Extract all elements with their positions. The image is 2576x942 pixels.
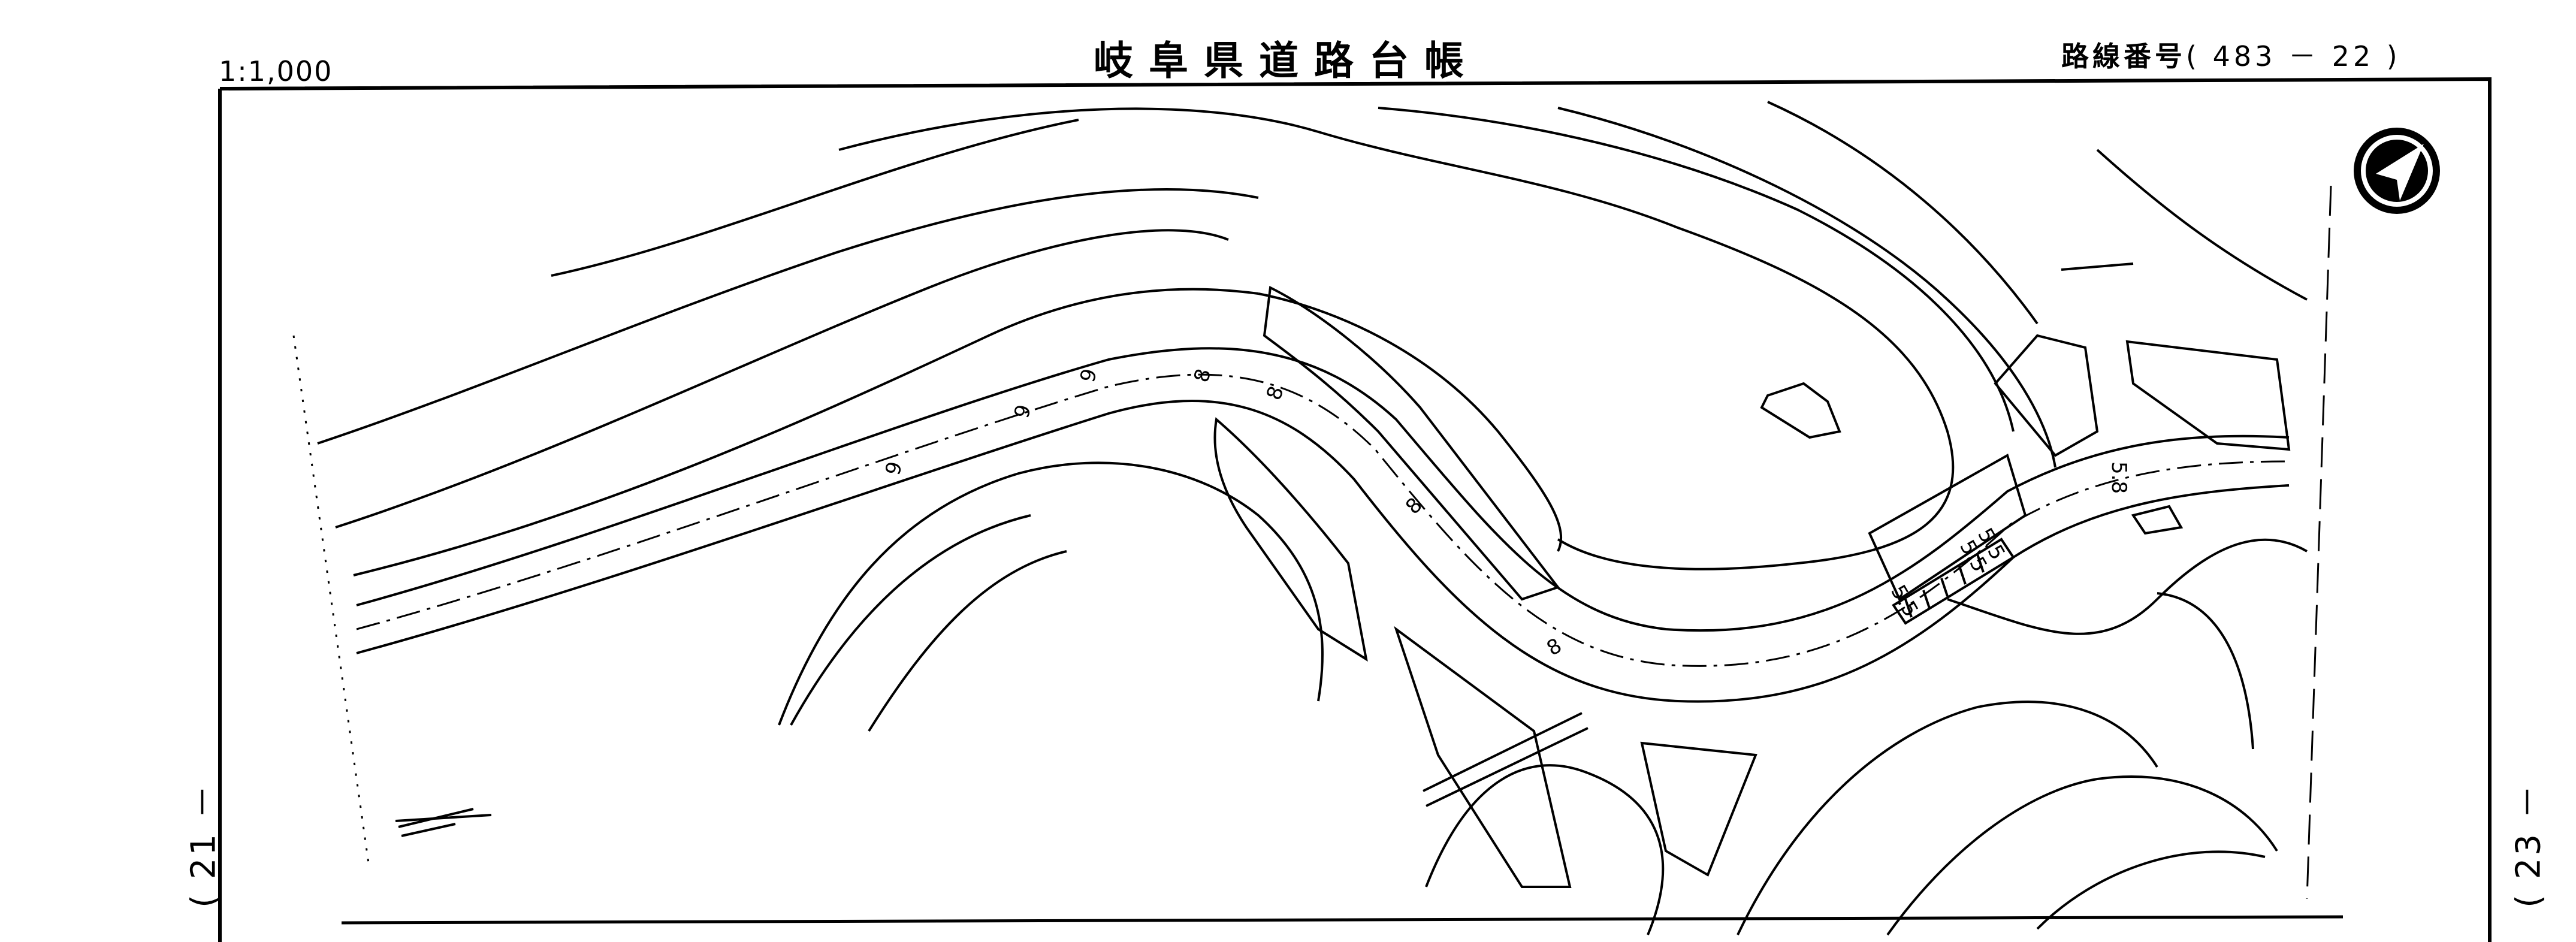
road-edge-north (356, 347, 2290, 632)
access-road (1423, 712, 1589, 807)
slope-area (1640, 741, 1757, 877)
structure (2131, 505, 2184, 535)
road-centerline (356, 373, 2290, 667)
slope-area (1213, 417, 1368, 662)
contour (838, 107, 1955, 570)
width-label: 8 (1189, 366, 1216, 385)
bottom-rule (341, 915, 2344, 925)
fill-marks (395, 808, 492, 837)
slope-area (1994, 334, 2099, 457)
route-value: ( 483 － 22 ) (2186, 40, 2401, 73)
contour (1378, 107, 2015, 432)
width-label: 5.8 (2107, 461, 2131, 494)
contour (1737, 701, 2158, 935)
contour (790, 514, 1031, 726)
route-number: 路線番号( 483 － 22 ) (2061, 35, 2401, 74)
width-label: 9 (1076, 366, 1102, 385)
contour (1767, 101, 2039, 325)
building-outline (1760, 382, 1841, 439)
slope-area (2125, 340, 2291, 451)
sheet-edge (292, 335, 370, 864)
width-label: 9 (1010, 402, 1036, 421)
route-label: 路線番号 (2061, 40, 2186, 73)
map-frame (218, 77, 2492, 942)
slope-area (1394, 626, 1572, 888)
bridge (1892, 538, 2015, 625)
small-line (2061, 262, 2134, 271)
contour (353, 288, 1259, 576)
slope-area (1263, 285, 1560, 601)
contour (2096, 149, 2308, 301)
contour (1886, 775, 2278, 936)
page-title: 岐阜県道路台帳 (1094, 37, 1479, 84)
width-label: 9 (881, 459, 907, 478)
width-label: 8 (1401, 493, 1427, 520)
sheet-edge (2306, 185, 2332, 899)
contour (1557, 107, 2056, 468)
slope-area (1868, 454, 2027, 601)
contour (1425, 764, 1665, 935)
hatch (2157, 592, 2254, 750)
width-label: 8 (1543, 633, 1566, 660)
north-arrow-icon (2354, 128, 2440, 214)
contour (868, 550, 1067, 732)
contour (317, 188, 1259, 445)
contour (335, 229, 1229, 529)
contour (778, 461, 1324, 726)
contour (551, 119, 1079, 277)
contour (1947, 538, 2308, 635)
contour (2036, 850, 2266, 930)
map-scale: 1:1,000 (219, 55, 333, 87)
contour (1258, 292, 1563, 552)
width-label: 8 (1262, 383, 1289, 403)
